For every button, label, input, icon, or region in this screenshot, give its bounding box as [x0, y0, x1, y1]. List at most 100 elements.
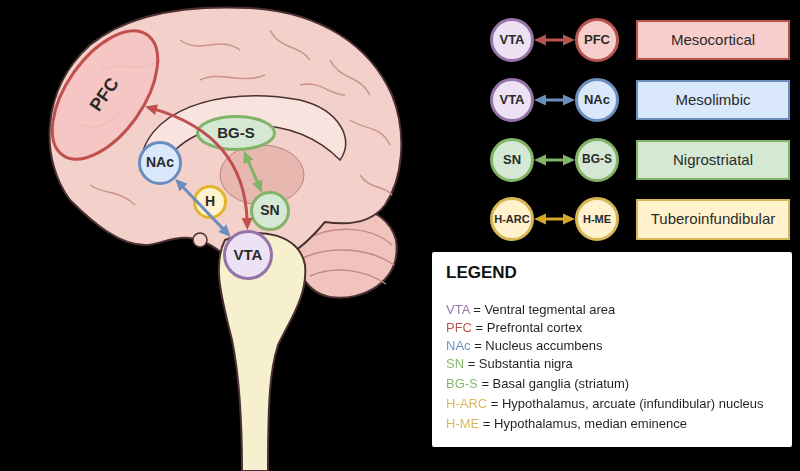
gyrus-line: [90, 185, 135, 205]
gyrus-line: [200, 75, 265, 80]
arrow-head: [534, 214, 546, 225]
node-shape: [198, 117, 275, 150]
legend-row: SN = Substantia nigra: [446, 356, 573, 372]
node-shape: [492, 199, 533, 240]
legend-row: NAc = Nucleus accumbens: [446, 338, 602, 354]
gyrus-line: [360, 175, 392, 195]
arrow-head: [563, 35, 575, 46]
pathway-arrow: [534, 95, 575, 106]
region-circle: PFC: [575, 18, 619, 62]
region-abbreviation: NAc: [146, 155, 174, 170]
node-shape: [577, 140, 618, 181]
arrow-head: [175, 179, 187, 191]
legend-row: PFC = Prefrontal cortex: [446, 320, 582, 336]
region-abbreviation: VTA: [234, 247, 263, 264]
brain-region-circle: VTA: [223, 230, 273, 280]
arrow-line: [181, 185, 225, 231]
pathway-box: Tuberoinfundibular: [636, 199, 790, 240]
legend-swatch: PFC = Prefrontal cortex: [446, 320, 582, 336]
region-abbreviation: BG-S: [582, 153, 612, 166]
brain-region-circle: NAc: [138, 141, 182, 185]
legend-swatch: H-ME = Hypothalamus, median eminence: [446, 416, 687, 432]
pathway-box: Nigrostriatal: [636, 140, 790, 180]
region-circle: VTA: [490, 18, 534, 62]
pathway-arrow: [175, 179, 231, 237]
gyrus-line: [350, 120, 390, 145]
pathway-arrow: [534, 155, 575, 166]
legend-swatch: VTA = Ventral tegmental area: [446, 302, 615, 318]
pathway-arrow: [534, 214, 575, 225]
legend-heading: LEGEND: [446, 263, 517, 283]
region-abbreviation: PFC: [87, 75, 124, 116]
legend-text: BG-S = Basal ganglia (striatum): [446, 376, 629, 391]
brain-region-ellipse: BG-S: [196, 115, 276, 151]
region-circle: BG-S: [575, 138, 619, 182]
pathway-name: Tuberoinfundibular: [651, 211, 776, 228]
gyrus-line: [180, 40, 240, 50]
region-abbreviation: VTA: [499, 33, 524, 47]
arrow-head: [563, 155, 575, 166]
node-shape: [577, 20, 618, 61]
pathway-name: Mesocortical: [671, 32, 755, 49]
gyrus-line: [270, 30, 310, 60]
region-circle: VTA: [490, 78, 534, 122]
arrow-head: [218, 224, 230, 236]
region-abbreviation: SN: [503, 153, 521, 167]
arrow-head: [252, 179, 262, 192]
legend-swatch: H-ARC = Hypothalamus, arcuate (infundibu…: [446, 396, 764, 412]
region-abbreviation: BG-S: [217, 125, 255, 142]
cerebellum-folds: [303, 229, 394, 284]
legend-row: VTA = Ventral tegmental area: [446, 302, 615, 318]
pathway-name: Mesolimbic: [675, 92, 750, 109]
legend-text: NAc = Nucleus accumbens: [446, 338, 602, 353]
pathway-arrow: [145, 104, 253, 230]
node-shape: [577, 199, 618, 240]
pathway-box: Mesocortical: [636, 20, 790, 60]
gyrus-line: [330, 60, 370, 95]
legend-row: H-ARC = Hypothalamus, arcuate (infundibu…: [446, 396, 764, 412]
legend-text: H-ARC = Hypothalamus, arcuate (infundibu…: [446, 396, 764, 411]
pituitary-gland: [193, 233, 207, 247]
node-shape: [492, 140, 533, 181]
arrow-line: [247, 158, 259, 185]
legend-swatch: BG-S = Basal ganglia (striatum): [446, 376, 629, 392]
pathway-name: Nigrostriatal: [673, 152, 753, 169]
brain-region-circle: SN: [250, 191, 290, 231]
region-circle: NAc: [575, 78, 619, 122]
legend-text: VTA = Ventral tegmental area: [446, 302, 615, 317]
fold-line: [303, 250, 394, 265]
arrow-head: [242, 218, 253, 230]
region-abbreviation: H-ME: [583, 213, 611, 225]
region-circle: H-ARC: [490, 197, 534, 241]
legend-row: H-ME = Hypothalamus, median eminence: [446, 416, 687, 432]
arrow-head: [534, 155, 546, 166]
node-shape: [140, 143, 181, 184]
node-shape: [492, 20, 533, 61]
gyrus-line: [300, 84, 345, 95]
arrow-head: [145, 104, 158, 115]
region-abbreviation: PFC: [584, 33, 610, 47]
region-abbreviation: NAc: [584, 93, 610, 107]
node-shape: [492, 80, 533, 121]
pathway-box: Mesolimbic: [636, 80, 790, 120]
legend-text: SN = Substantia nigra: [446, 356, 573, 371]
legend-row: BG-S = Basal ganglia (striatum): [446, 376, 629, 392]
fold-line: [310, 270, 386, 284]
node-shape: [252, 193, 289, 230]
region-abbreviation: SN: [260, 203, 279, 218]
region-circle: H-ME: [575, 197, 619, 241]
region-abbreviation: H-ARC: [494, 213, 529, 225]
arrow-head: [243, 151, 253, 164]
region-abbreviation: VTA: [499, 93, 524, 107]
arrow-head: [563, 95, 575, 106]
node-shape: [577, 80, 618, 121]
pathway-arrow: [534, 35, 575, 46]
region-abbreviation: H: [205, 194, 215, 209]
legend-text: H-ME = Hypothalamus, median eminence: [446, 416, 687, 431]
legend-swatch: NAc = Nucleus accumbens: [446, 338, 602, 354]
legend-text: PFC = Prefrontal cortex: [446, 320, 582, 335]
pathway-arrow: [243, 151, 262, 193]
region-circle: SN: [490, 138, 534, 182]
node-shape: [225, 232, 272, 279]
arrow-head: [534, 35, 546, 46]
